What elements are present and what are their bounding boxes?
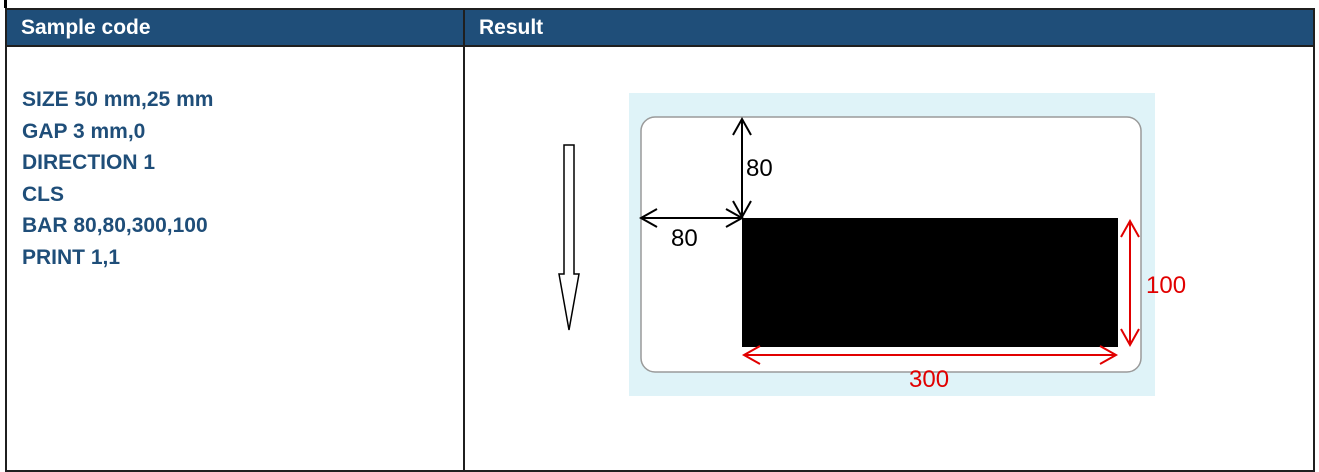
- label-diagram: 80 80: [558, 93, 1186, 396]
- y-offset-label: 80: [746, 155, 773, 182]
- code-line-direction: DIRECTION 1: [22, 151, 156, 174]
- code-cell: SIZE 50 mm,25 mm GAP 3 mm,0 DIRECTION 1 …: [5, 45, 465, 472]
- x-offset-dimension-arrow-icon: [638, 208, 745, 228]
- code-line-print: PRINT 1,1: [22, 245, 121, 269]
- code-line-bar: BAR 80,80,300,100: [22, 214, 208, 237]
- code-line-cls: CLS: [22, 182, 64, 206]
- code-line-size: SIZE 50 mm,25 mm: [22, 88, 214, 111]
- header-result: Result: [463, 8, 1315, 47]
- x-offset-label: 80: [671, 225, 698, 252]
- code-line-gap: GAP 3 mm,0: [22, 119, 146, 143]
- page-corner-mark: [4, 0, 7, 8]
- result-cell: 80 80: [463, 45, 1315, 472]
- table-row: SIZE 50 mm,25 mm GAP 3 mm,0 DIRECTION 1 …: [5, 45, 1315, 472]
- bar-height-label: 100: [1146, 272, 1186, 299]
- result-figure: 80 80: [465, 47, 1313, 470]
- table-header-row: Sample code Result: [5, 8, 1315, 47]
- code-block: SIZE 50 mm,25 mm GAP 3 mm,0 DIRECTION 1 …: [7, 47, 463, 273]
- bar-height-dimension-arrow-icon: [1120, 218, 1140, 348]
- printed-bar: [742, 218, 1118, 347]
- feed-direction-arrow-icon: [558, 144, 580, 331]
- sample-table: Sample code Result SIZE 50 mm,25 mm GAP …: [5, 8, 1315, 472]
- header-sample-code: Sample code: [5, 8, 465, 47]
- bar-width-dimension-arrow-icon: [741, 345, 1119, 365]
- bar-width-label: 300: [909, 366, 949, 393]
